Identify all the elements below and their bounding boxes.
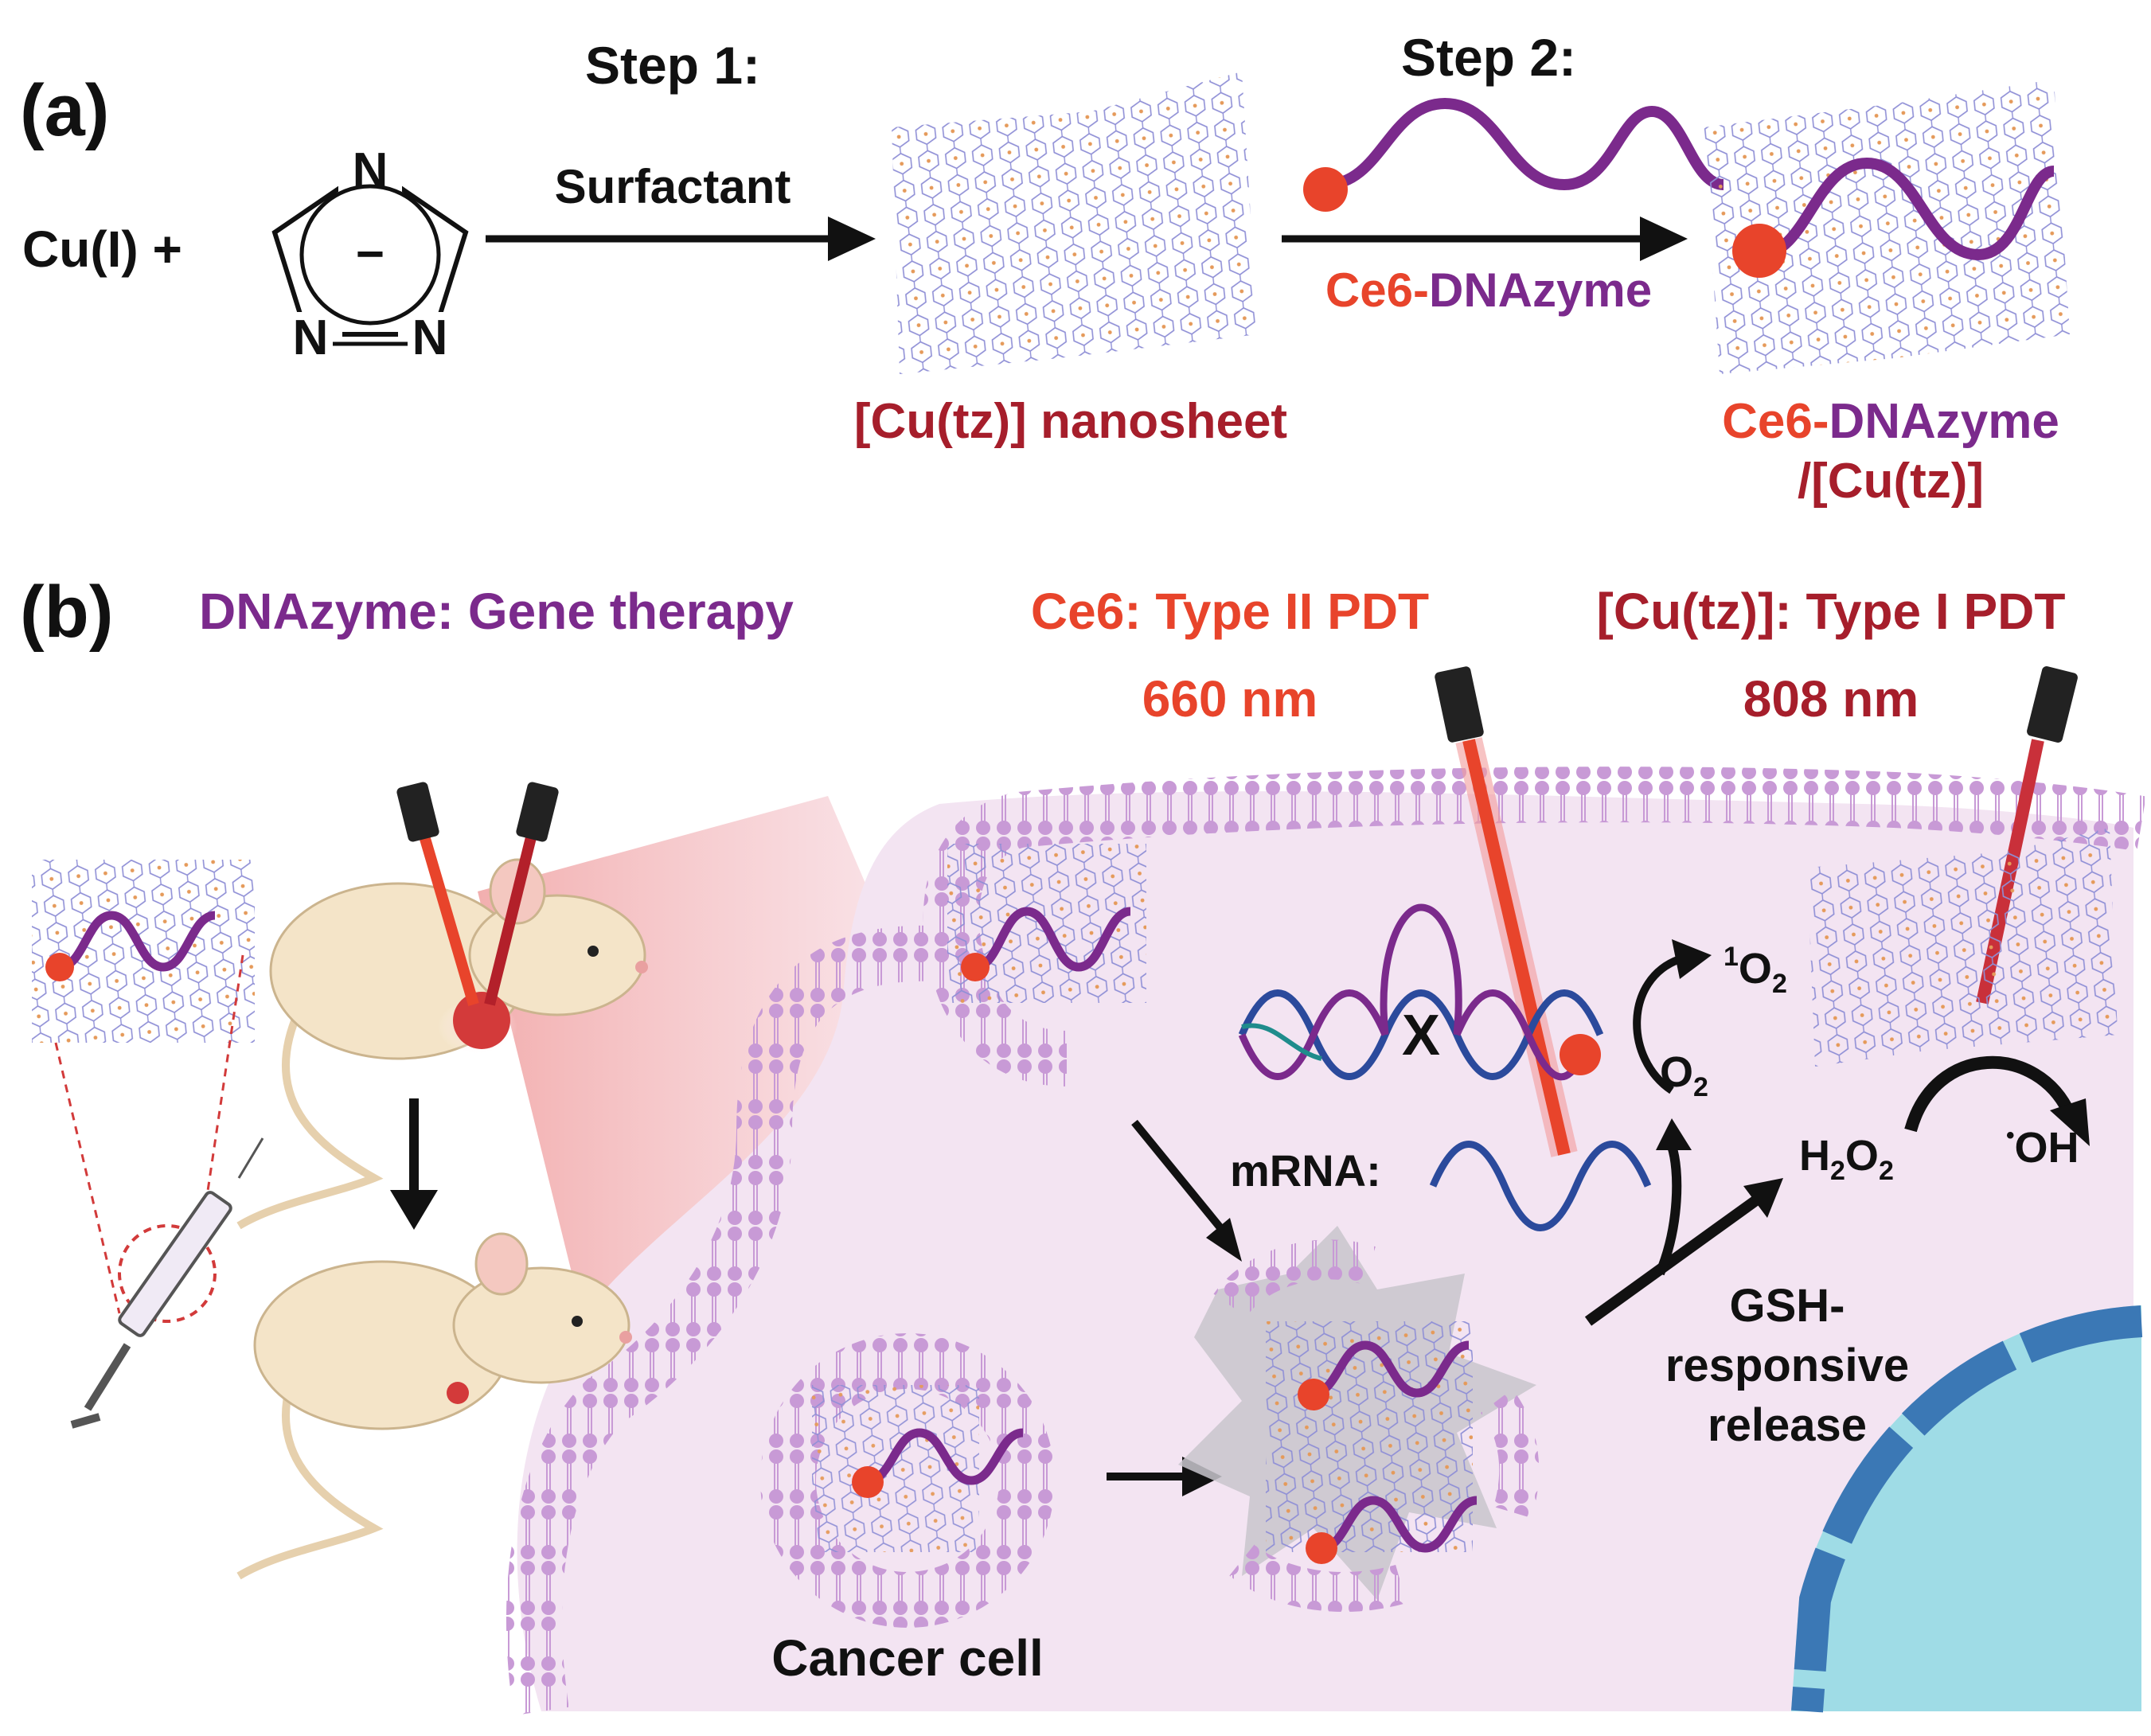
step1-arrow [486, 217, 876, 261]
nanosheet-free-outer [32, 860, 255, 1043]
h2o2-label: H2O2 [1799, 1132, 1894, 1186]
ce6-dot [1303, 167, 1348, 212]
cancer-cell-label: Cancer cell [771, 1629, 1044, 1687]
product-label-2: /[Cu(tz)] [1798, 454, 1984, 509]
nanosheet-type1 [1807, 828, 2118, 1146]
dnazyme-cleavage: X [1238, 903, 1604, 1081]
release-line-2: responsive [1665, 1340, 1909, 1391]
triazolate-ring: N N N − [271, 143, 469, 365]
hydroxyl-label: •OH [2006, 1122, 2079, 1172]
dnazyme-title: DNAzyme: Gene therapy [199, 583, 794, 640]
ce6-dot [1298, 1379, 1329, 1410]
syringe-icon [54, 954, 264, 1429]
ce6-dot [852, 1466, 884, 1498]
cleavage-mark: X [1402, 1004, 1440, 1067]
cutz-wavelength: 808 nm [1743, 670, 1919, 728]
nitrogen-left: N [293, 310, 329, 365]
ce6-dot [1732, 224, 1786, 278]
treatment-arrow [390, 1098, 438, 1230]
step2-arrow [1282, 217, 1688, 261]
singlet-oxygen-conversion: 1O2 O2 [1633, 939, 1787, 1102]
ce6-title: Ce6: Type II PDT [1031, 583, 1429, 640]
mrna-label: mRNA: [1230, 1145, 1381, 1196]
cutz-title: [Cu(tz)]: Type I PDT [1597, 583, 2066, 640]
oxygen-label: O2 [1660, 1048, 1708, 1102]
ce6-dot [1306, 1532, 1337, 1564]
mouse-irradiated [236, 782, 648, 1230]
ce6-dot [45, 953, 74, 981]
nanosheet-label: [Cu(tz)] nanosheet [854, 394, 1287, 449]
ce6-dnazyme-cutz-product [1704, 80, 2070, 374]
copper-reactant: Cu(I) + [22, 220, 182, 278]
ce6-dot [1560, 1034, 1601, 1075]
ring-charge: − [356, 227, 385, 282]
ce6-dot [961, 953, 990, 981]
endocytosis-arrows [1107, 1118, 1783, 1496]
step2-reagent: Ce6-DNAzyme [1325, 263, 1652, 317]
panel-b: (b) DNAzyme: Gene therapy Ce6: Type II P… [20, 572, 2146, 1716]
endosome [760, 1333, 1055, 1628]
burst-endosome [1178, 1226, 1540, 1612]
nanosheet-entering [947, 844, 1146, 1003]
mrna-strand [1429, 1141, 1652, 1231]
ce6-dnazyme-conjugate [1303, 97, 1725, 212]
panel-a-label: (a) [20, 70, 109, 151]
nucleus [1791, 1305, 2143, 1713]
laser-660 [1435, 666, 1578, 1157]
singlet-oxygen-label: 1O2 [1724, 942, 1787, 999]
product-label-1: Ce6-DNAzyme [1722, 394, 2059, 449]
release-line-3: release [1708, 1399, 1867, 1451]
panel-b-label: (b) [20, 572, 113, 653]
nitrogen-right: N [412, 310, 448, 365]
nitrogen-top: N [353, 143, 388, 198]
step1-title: Step 1: [585, 36, 760, 95]
panel-a: (a) Cu(I) + N N N − Step 1: Surfactant [… [20, 28, 2070, 509]
cutz-nanosheet [892, 72, 1258, 374]
ce6-wavelength: 660 nm [1142, 670, 1318, 728]
step1-reagent: Surfactant [555, 160, 791, 213]
release-line-1: GSH- [1730, 1280, 1845, 1332]
mouse-treated [236, 1232, 632, 1580]
step2-title: Step 2: [1401, 28, 1576, 87]
